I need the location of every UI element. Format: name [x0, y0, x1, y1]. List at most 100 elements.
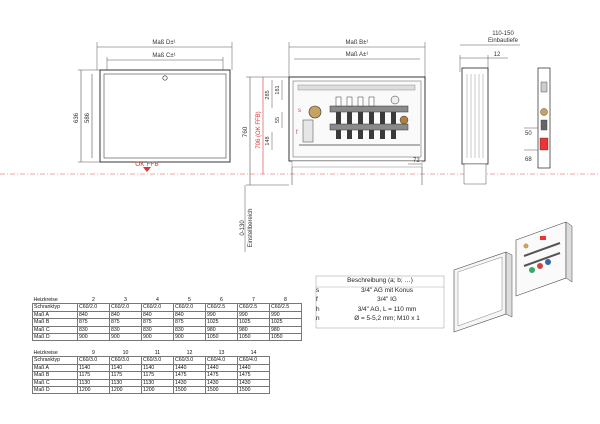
floor-label: OK FFB	[135, 161, 158, 168]
depth-range: 110-150	[492, 31, 514, 37]
table-cell: 875	[77, 318, 110, 327]
table-cell: 1175	[77, 371, 110, 380]
dim-68: 68	[525, 157, 532, 163]
row-label: Maß B	[32, 318, 78, 327]
front-view-closed: Maß D±¹ Maß C±¹ 636 586 OK FFB	[74, 40, 233, 172]
row-label: Schranktyp	[32, 303, 78, 312]
table-cell: 1130	[109, 378, 142, 388]
table-cell: C60/3.0	[173, 356, 206, 365]
table-header-cell: 7	[252, 297, 255, 303]
table-cell: 1440	[205, 363, 238, 373]
side-section: 50 68	[524, 67, 551, 169]
table-cell: 1440	[173, 363, 206, 373]
row-label: Maß C	[32, 325, 78, 335]
table-cell: C60/4.0	[237, 356, 270, 365]
table-cell: C60/2.5	[269, 303, 302, 312]
table-cell: 980	[269, 325, 302, 335]
front-view-open: Maß B±¹ Maß A±¹ s f	[240, 40, 426, 252]
table-cell: C60/3.0	[77, 356, 110, 365]
table-cell: 1130	[141, 378, 174, 388]
legend-row: f 3/4" IG	[316, 296, 397, 303]
table-cell: 840	[109, 310, 142, 320]
row-label: Maß A	[32, 363, 78, 373]
table-cell: 840	[173, 310, 206, 320]
dim-50: 50	[525, 131, 532, 137]
row-label: Maß D	[32, 333, 78, 342]
table-cell: 990	[237, 310, 270, 320]
table-cell: C60/4.0	[205, 356, 238, 365]
table-cell: 900	[141, 333, 174, 342]
side-view: 110-150 Einbautiefe 12	[459, 31, 520, 185]
gauge-icon	[390, 95, 400, 105]
table-cell: C60/2.0	[141, 303, 174, 312]
table-header-cell: 10	[122, 350, 129, 356]
depth-label: Einbautiefe	[488, 38, 519, 44]
dim-55: 55	[275, 117, 281, 123]
table-cell: C60/2.0	[77, 303, 110, 312]
table-cell: 1500	[205, 386, 238, 395]
dim-72: 72	[413, 158, 420, 164]
table-cell: 1200	[141, 386, 174, 395]
table-header-cell: 5	[188, 297, 191, 303]
dim-d-label: Maß D±¹	[152, 40, 175, 46]
table-cell: 1475	[205, 371, 238, 380]
table-cell: 1440	[237, 363, 270, 373]
table-cell: 1175	[109, 371, 142, 380]
table-header-cell: 9	[92, 350, 95, 356]
table-cell: 1140	[77, 363, 110, 373]
table-header-cell: 3	[124, 297, 127, 303]
legend-row: h 3/4" AG, L = 110 mm	[316, 305, 417, 313]
row-label: Maß B	[32, 371, 78, 380]
table-cell: 1050	[205, 333, 238, 342]
lock-icon	[162, 75, 168, 81]
table-cell: C60/3.0	[141, 356, 174, 365]
svg-text:f: f	[296, 130, 298, 136]
table-cell: C60/2.5	[205, 303, 238, 312]
dim-148: 148	[265, 136, 271, 145]
table-cell: 830	[173, 325, 206, 335]
table-cell: 1140	[109, 363, 142, 373]
table-cell: 980	[205, 325, 238, 335]
dim-a-label: Maß A±¹	[346, 52, 369, 58]
dim-706-ok-ffb: 706 (OK FFB)	[256, 111, 262, 148]
table-cell: 875	[109, 318, 142, 327]
table-header-cell: 8	[284, 297, 287, 303]
table-cell: 1500	[237, 386, 270, 395]
legend-header-text: Beschreibung (a; b; …)	[347, 277, 413, 284]
table-cell: 830	[77, 325, 110, 335]
table-cell: C60/3.0	[109, 356, 142, 365]
table-cell: 900	[109, 333, 142, 342]
table-cell: 1175	[141, 371, 174, 380]
dim-285: 285	[265, 90, 271, 99]
table-cell: 1025	[205, 318, 238, 327]
table-header-label: Heizkreise	[33, 297, 58, 303]
table-cell: 1130	[77, 378, 110, 388]
legend-row: n Ø = 5-5,2 mm; M10 x 1	[316, 315, 420, 322]
table-cell: 1475	[173, 371, 206, 380]
table-cell: C60/2.0	[173, 303, 206, 312]
table-cell: 1430	[237, 378, 270, 388]
dim-760: 760	[242, 126, 249, 137]
legend: Beschreibung (a; b; …) s 3/4" AG mit Kon…	[316, 276, 444, 324]
table-cell: 875	[141, 318, 174, 327]
table-cell: 830	[141, 325, 174, 335]
dim-586: 586	[85, 112, 91, 123]
table-cell: 980	[237, 325, 270, 335]
iso-view-open	[515, 221, 573, 297]
table-cell: 1140	[141, 363, 174, 373]
floor-marker-icon	[143, 167, 151, 172]
legend-frame	[315, 275, 445, 329]
table-cell: 900	[77, 333, 110, 342]
table-cell: 1050	[269, 333, 302, 342]
row-label: Maß A	[32, 310, 78, 320]
adjust-range: 0-130	[240, 220, 246, 236]
table-cell: 1430	[173, 378, 206, 388]
